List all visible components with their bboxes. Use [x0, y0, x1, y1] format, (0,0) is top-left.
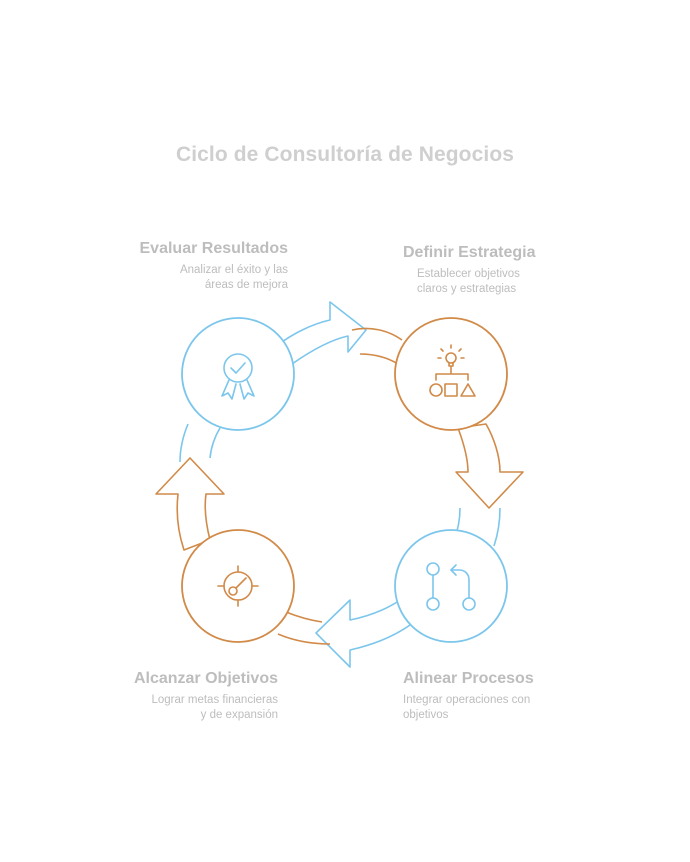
- connector-left-top-2: [209, 427, 221, 459]
- step-definir-node: [394, 317, 508, 431]
- step-description: Establecer objetivos claros y estrategia…: [417, 268, 520, 295]
- step-alinear-node: [394, 529, 508, 643]
- arrow-top: [277, 301, 367, 365]
- connector-bottom-left-2: [285, 611, 323, 623]
- connector-left-top: [179, 423, 189, 463]
- step-description: Integrar operaciones con objetivos: [403, 694, 531, 721]
- step-definir-label: Definir Estrategia Establecer objetivos …: [403, 244, 603, 297]
- step-alinear-label: Alinear Procesos Integrar operaciones co…: [403, 670, 603, 723]
- step-evaluar-node: [181, 317, 295, 431]
- step-description: Lograr metas financieras y de expansión: [151, 694, 278, 721]
- git-merge-icon: [426, 562, 476, 611]
- connector-bottom-left: [277, 633, 331, 645]
- step-heading: Definir Estrategia: [403, 244, 536, 261]
- arrow-left: [155, 457, 225, 551]
- step-evaluar-label: Evaluar Resultados Analizar el éxito y l…: [100, 240, 289, 293]
- step-heading: Alcanzar Objetivos: [133, 670, 278, 687]
- step-description: Analizar el éxito y las áreas de mejora: [179, 264, 288, 291]
- strategy-flowchart-icon: [429, 344, 476, 397]
- connector-top-right-2: [359, 353, 399, 365]
- connector-right-bottom-2: [493, 507, 501, 547]
- connector-top-right: [351, 327, 403, 341]
- arrow-bottom: [315, 595, 415, 668]
- arrow-right: [455, 423, 524, 509]
- step-heading: Alinear Procesos: [403, 670, 534, 687]
- step-alcanzar-label: Alcanzar Objetivos Lograr metas financie…: [90, 670, 278, 723]
- diagram-title: Ciclo de Consultoría de Negocios: [175, 143, 515, 166]
- step-alcanzar-node: [181, 529, 295, 643]
- award-badge-icon: [221, 353, 255, 400]
- target-icon: [217, 565, 259, 607]
- step-heading: Evaluar Resultados: [139, 240, 289, 257]
